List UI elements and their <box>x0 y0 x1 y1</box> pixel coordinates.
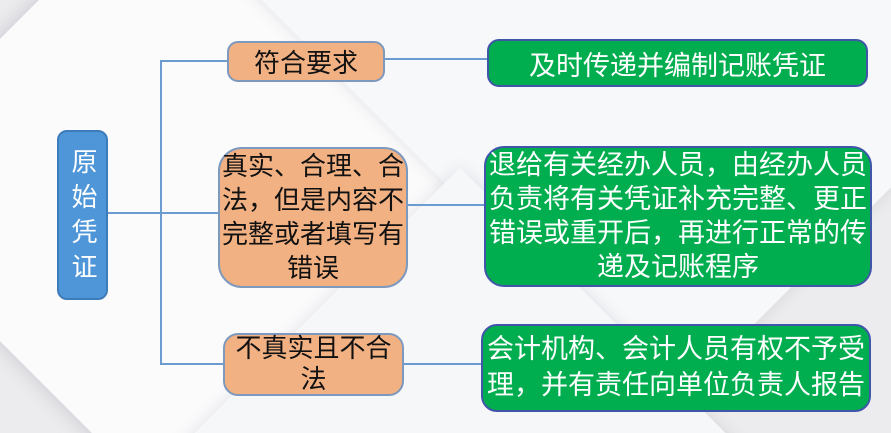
condition-box-row2: 真实、合理、合法，但是内容不完整或者填写有错误 <box>218 147 408 288</box>
connector-row1-cond-to-action <box>384 58 488 60</box>
connector-row3-cond-to-action <box>403 363 482 365</box>
connector-branch-row1 <box>160 60 228 62</box>
condition-label-row1: 符合要求 <box>253 49 358 79</box>
root-box-original-voucher: 原始凭证 <box>57 130 108 300</box>
connector-root-to-trunk <box>107 212 220 214</box>
condition-label-row2: 真实、合理、合法，但是内容不完整或者填写有错误 <box>221 151 404 284</box>
action-label-row1: 及时传递并编制记账凭证 <box>529 50 826 82</box>
action-box-row1: 及时传递并编制记账凭证 <box>487 39 868 87</box>
action-box-row3: 会计机构、会计人员有权不予受理，并有责任向单位负责人报告 <box>481 324 871 412</box>
connector-branch-row3 <box>160 363 224 365</box>
action-label-row3: 会计机构、会计人员有权不予受理，并有责任向单位负责人报告 <box>487 334 865 401</box>
condition-box-row1: 符合要求 <box>227 41 385 82</box>
root-box-label: 原始凭证 <box>67 148 97 288</box>
action-label-row2: 退给有关经办人员，由经办人员负责将有关凭证补充完整、更正错误或重开后，再进行正常… <box>489 149 867 283</box>
action-box-row2: 退给有关经办人员，由经办人员负责将有关凭证补充完整、更正错误或重开后，再进行正常… <box>484 146 872 287</box>
condition-label-row3: 不真实且不合法 <box>235 333 392 395</box>
connector-row2-cond-to-action <box>407 204 485 206</box>
condition-box-row3: 不真实且不合法 <box>223 333 404 396</box>
